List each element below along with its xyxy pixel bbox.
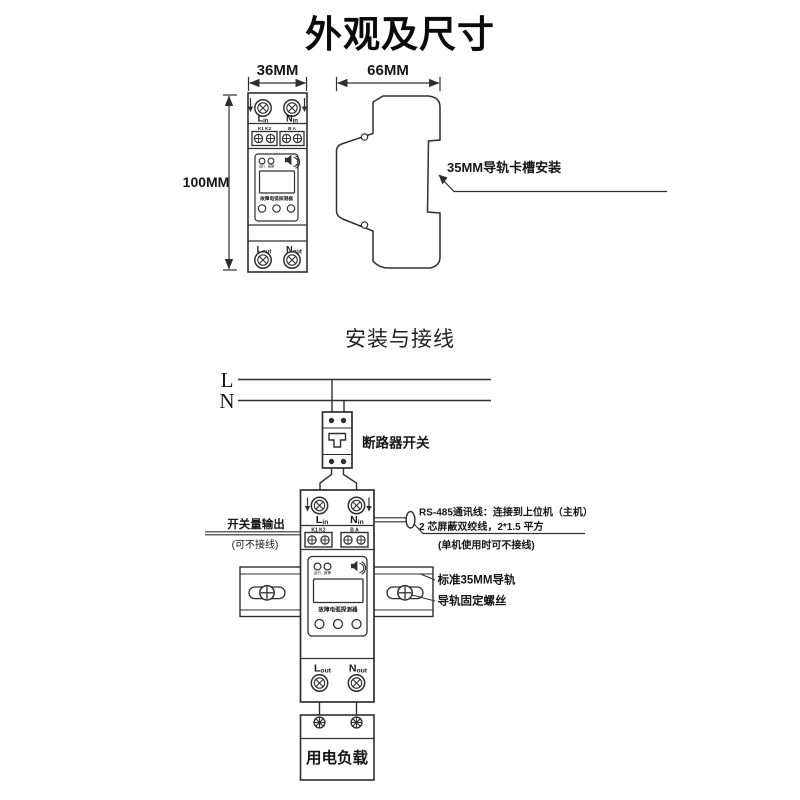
lin-terminal-label: Lin	[316, 514, 328, 526]
screw-terminal-icon	[283, 251, 301, 269]
k-terminals-label: K1 K2	[258, 126, 271, 131]
din-rail	[239, 566, 434, 618]
run-led-label: 运行	[314, 570, 322, 575]
panel-button	[314, 618, 325, 630]
screw-terminal-icon	[254, 251, 272, 269]
rail-clip-icon	[360, 221, 369, 229]
cable-end-icon	[405, 510, 416, 529]
circuit-breaker	[321, 411, 353, 469]
nin-terminal-label: Nin	[286, 114, 298, 125]
switch-output-annotation: 开关量输出 (可不接线)	[205, 517, 301, 551]
rs485-line2: 2 芯屏蔽双绞线，2*1.5 平方	[419, 520, 543, 533]
rail-screw-label: 导轨固定螺丝	[438, 594, 507, 608]
lin-terminal-label: Lin	[258, 114, 269, 125]
ba-terminals-label: B A	[350, 528, 359, 534]
nout-terminal-label: Nout	[286, 245, 302, 256]
alarm-led-icon	[323, 562, 332, 571]
alarm-led-label: 报警	[268, 164, 275, 169]
lout-terminal-label: Lout	[314, 663, 332, 675]
screw-terminal-icon	[347, 496, 366, 515]
leader-arrowhead-icon	[438, 174, 448, 185]
rail-clip-icon	[360, 133, 369, 141]
front-panel: 运行 报警 故障电弧探测器	[254, 153, 301, 222]
load-box: 用电负载	[299, 702, 375, 781]
side-width-label: 66MM	[367, 62, 409, 79]
side-profile-outline	[335, 95, 441, 269]
switch-output-note: (可不接线)	[232, 538, 279, 551]
terminal-screw-icon	[265, 133, 276, 144]
ba-terminals-label: B A	[288, 126, 296, 131]
mains-lines: L N	[219, 368, 491, 413]
wiring-section-title: 安装与接线	[345, 328, 455, 351]
screw-terminal-icon	[310, 674, 329, 692]
run-led-icon	[313, 562, 322, 571]
lcd-screen	[258, 170, 296, 194]
panel-button	[351, 618, 362, 630]
panel-button	[272, 204, 281, 213]
panel-button	[286, 204, 296, 213]
terminal-screw-icon	[343, 535, 353, 545]
rail-annotations: 标准35MM导轨 导轨固定螺丝	[411, 573, 516, 608]
screw-terminal-icon	[310, 496, 329, 515]
front-height-dimension: 100MM	[183, 94, 237, 271]
dimensions-drawing: 36MM 100MM Lin Nin K1 K2 B A	[183, 62, 667, 273]
phillips-screw-icon	[259, 584, 275, 601]
device-name-label: 故障电弧探测器	[318, 606, 358, 614]
live-line-label: L	[221, 368, 234, 392]
terminal-screw-icon	[281, 133, 292, 144]
terminal-screw-icon	[356, 535, 366, 545]
load-screw-icon	[313, 716, 326, 729]
nout-terminal-label: Nout	[349, 663, 368, 675]
rs485-annotation: RS-485通讯线：连接到上位机（主机） 2 芯屏蔽双绞线，2*1.5 平方 (…	[374, 506, 593, 552]
load-label: 用电负载	[306, 748, 369, 767]
panel-button	[332, 618, 344, 630]
alarm-led-icon	[267, 157, 275, 165]
rs485-line1: RS-485通讯线：连接到上位机（主机）	[419, 506, 593, 519]
rs485-note: (单机使用时可不接线)	[438, 539, 535, 552]
front-view: 36MM 100MM Lin Nin K1 K2 B A	[183, 62, 308, 273]
device-name-label: 故障电弧探测器	[260, 195, 293, 202]
alarm-led-label: 报警	[324, 570, 332, 575]
breaker-toggle-icon	[328, 432, 347, 448]
lcd-screen	[312, 578, 364, 604]
k-terminals-label: K1 K2	[311, 528, 325, 534]
rail-label: 标准35MM导轨	[437, 573, 516, 587]
phillips-screw-icon	[397, 584, 413, 601]
front-height-label: 100MM	[183, 174, 230, 190]
front-width-label: 36MM	[257, 62, 299, 79]
breaker-label: 断路器开关	[362, 435, 430, 451]
page-title: 外观及尺寸	[305, 14, 495, 55]
terminal-screw-icon	[320, 535, 330, 545]
rail-slot-annotation: 35MM导轨卡槽安装	[438, 160, 667, 193]
device-panel: 运行 报警 故障电弧探测器	[307, 555, 368, 637]
panel-button	[257, 204, 267, 213]
side-view: 66MM 35MM导轨卡槽安装	[335, 62, 667, 269]
front-width-dimension: 36MM	[247, 62, 308, 91]
run-led-icon	[258, 157, 266, 165]
neutral-line-label: N	[219, 389, 234, 413]
switch-output-label: 开关量输出	[227, 517, 285, 531]
terminal-screw-icon	[253, 133, 264, 144]
side-width-dimension: 66MM	[335, 62, 441, 91]
wiring-drawing: L N 断路器开关	[205, 368, 593, 781]
nin-terminal-label: Nin	[350, 514, 364, 526]
terminal-screw-icon	[307, 535, 317, 545]
screw-terminal-icon	[347, 674, 366, 692]
terminal-screw-icon	[292, 133, 303, 144]
load-screw-icon	[350, 716, 363, 729]
wiring-device: Lin Nin K1 K2 B A 运行 报警 故障电弧探测器	[299, 489, 375, 703]
rail-slot-note: 35MM导轨卡槽安装	[447, 160, 561, 175]
run-led-label: 运行	[259, 164, 266, 169]
